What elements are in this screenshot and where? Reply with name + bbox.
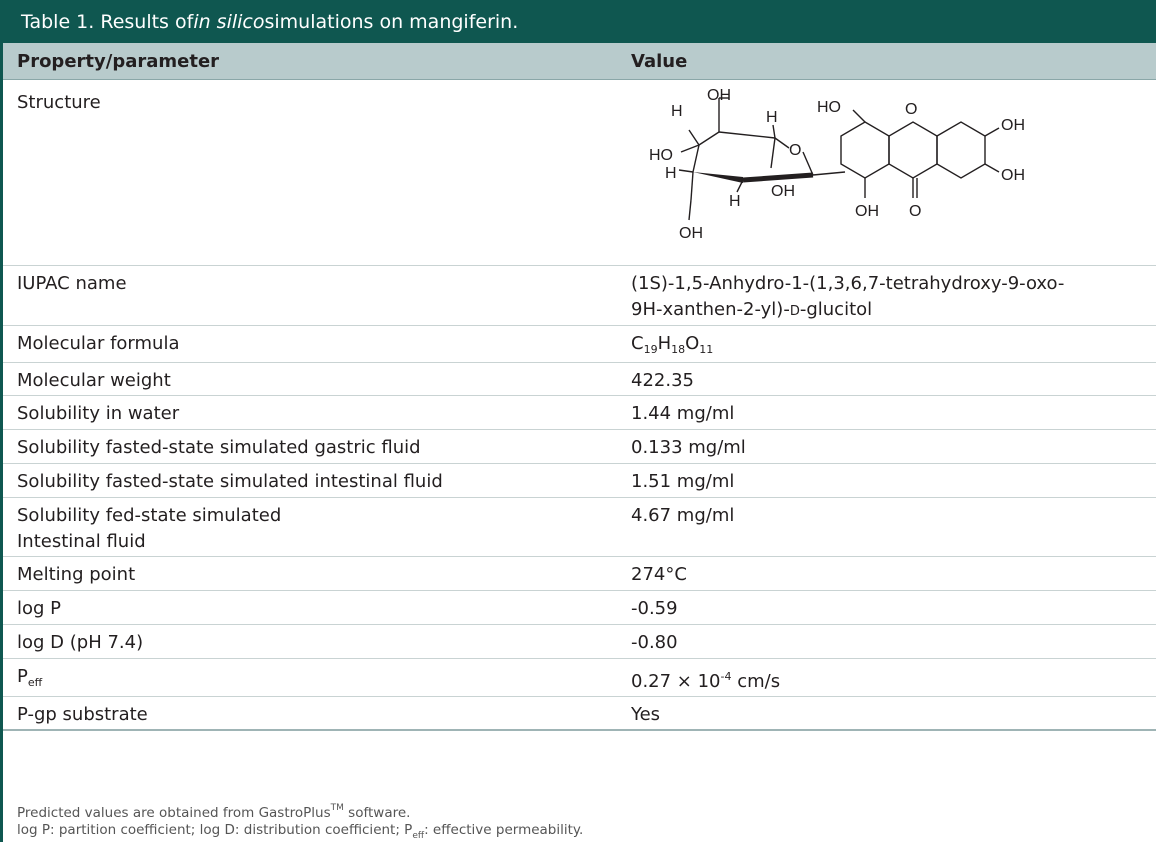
structure-label-o: O — [909, 203, 921, 220]
row-property: P-gp substrate — [17, 704, 148, 725]
structure-label-oh: OH — [1001, 117, 1025, 134]
table-row: log P -0.59 — [3, 591, 1156, 625]
iupac-line2-suffix: -glucitol — [799, 299, 873, 320]
title-suffix: simulations on mangiferin. — [264, 10, 519, 33]
structure-label-h: H — [665, 165, 677, 182]
table-row: Solubility fasted-state simulated gastri… — [3, 430, 1156, 464]
row-value-peff: 0.27 × 10-4 cm/s — [631, 659, 1156, 696]
row-value: 0.133 mg/ml — [631, 437, 746, 458]
row-value: Yes — [631, 704, 661, 725]
structure-label-o: O — [905, 101, 917, 118]
formula-c: C — [631, 333, 644, 354]
formula-o-n: 11 — [699, 343, 714, 356]
row-value: 274°C — [631, 564, 687, 585]
fed-state-line2: Intestinal fluid — [17, 531, 146, 552]
footnote-2-prefix: log P: partition coefficient; log D: dis… — [17, 822, 413, 838]
table-row: Melting point 274°C — [3, 557, 1156, 591]
peff-base: 0.27 × 10 — [631, 671, 721, 692]
header-property: Property/parameter — [17, 50, 220, 72]
footnote-1-suffix: software. — [343, 805, 411, 821]
footnote-2-suffix: : effective permeability. — [424, 822, 584, 838]
iupac-line2-prefix: 9H-xanthen-2-yl)- — [631, 299, 790, 320]
table-row: Structure — [3, 80, 1156, 266]
structure-label-h: H — [766, 109, 778, 126]
formula-h-n: 18 — [671, 343, 686, 356]
footnote-1: Predicted values are obtained from Gastr… — [17, 800, 583, 822]
structure-label-oh: OH — [1001, 167, 1025, 184]
row-property: Molecular formula — [17, 333, 180, 354]
peff-sub: eff — [27, 676, 43, 689]
formula-c-n: 19 — [643, 343, 658, 356]
table-row: Molecular formula C19H18O11 — [3, 326, 1156, 363]
structure-label-oh: OH — [679, 225, 703, 242]
title-italic: in silico — [193, 10, 265, 33]
row-property: Molecular weight — [17, 370, 171, 391]
structure-label-ho: HO — [817, 99, 841, 116]
row-value-iupac: (1S)-1,5-Anhydro-1-(1,3,6,7-tetrahydroxy… — [631, 266, 1156, 325]
row-value: -0.80 — [631, 632, 678, 653]
row-property: log P — [17, 598, 62, 619]
structure-label-ho: HO — [649, 147, 673, 164]
row-property-peff: Peff — [3, 659, 631, 696]
peff-unit: cm/s — [731, 671, 781, 692]
row-value: 4.67 mg/ml — [631, 505, 735, 526]
row-property: IUPAC name — [17, 273, 127, 294]
row-value: -0.59 — [631, 598, 678, 619]
footnote-2-sub: eff — [412, 831, 425, 841]
table-row: Solubility in water 1.44 mg/ml — [3, 396, 1156, 430]
structure-label-o: O — [789, 142, 801, 159]
iupac-line1: (1S)-1,5-Anhydro-1-(1,3,6,7-tetrahydroxy… — [631, 273, 1065, 294]
iupac-smallcaps: D — [789, 304, 800, 319]
table-row: Solubility fed-state simulated Intestina… — [3, 498, 1156, 557]
table-row: Molecular weight 422.35 — [3, 363, 1156, 396]
row-property: Melting point — [17, 564, 136, 585]
mangiferin-structure-diagram: H OH HO H H O H OH OH HO O OH OH OH O — [649, 87, 1025, 242]
row-property: Solubility fasted-state simulated intest… — [17, 471, 443, 492]
table-row: log D (pH 7.4) -0.80 — [3, 625, 1156, 659]
row-property: Solubility fasted-state simulated gastri… — [17, 437, 421, 458]
header-value: Value — [631, 50, 688, 72]
footnote-1-prefix: Predicted values are obtained from Gastr… — [17, 805, 331, 821]
row-value-formula: C19H18O11 — [631, 326, 1156, 362]
table-header-row: Property/parameter Value — [3, 43, 1156, 80]
row-value: 1.44 mg/ml — [631, 403, 735, 424]
table-row: P-gp substrate Yes — [3, 697, 1156, 731]
row-property: Structure — [17, 92, 101, 113]
peff-exp: -4 — [720, 670, 732, 683]
row-property: Solubility in water — [17, 403, 180, 424]
row-property: log D (pH 7.4) — [17, 632, 144, 653]
footnote-2: log P: partition coefficient; log D: dis… — [17, 822, 583, 845]
table-row: IUPAC name (1S)-1,5-Anhydro-1-(1,3,6,7-t… — [3, 266, 1156, 326]
peff-p: P — [17, 666, 28, 687]
title-prefix: Table 1. Results of — [21, 10, 194, 33]
formula-o: O — [685, 333, 700, 354]
table-row: Peff 0.27 × 10-4 cm/s — [3, 659, 1156, 697]
row-value: 1.51 mg/ml — [631, 471, 735, 492]
row-value: 422.35 — [631, 370, 694, 391]
structure-cell: H OH HO H H O H OH OH HO O OH OH OH O — [631, 80, 1156, 274]
footnote-1-tm: TM — [330, 803, 344, 813]
row-property-fed-state: Solubility fed-state simulated Intestina… — [3, 498, 631, 556]
formula-h: H — [657, 333, 672, 354]
structure-label-h: H — [671, 103, 683, 120]
structure-label-oh: OH — [855, 203, 879, 220]
structure-label-h: H — [729, 193, 741, 210]
table-row: Solubility fasted-state simulated intest… — [3, 464, 1156, 498]
fed-state-line1: Solubility fed-state simulated — [17, 505, 282, 526]
structure-label-oh: OH — [771, 183, 795, 200]
table-footnotes: Predicted values are obtained from Gastr… — [17, 800, 583, 845]
table-title: Table 1. Results of in silico simulation… — [3, 0, 1156, 43]
structure-label-oh: OH — [707, 87, 731, 104]
